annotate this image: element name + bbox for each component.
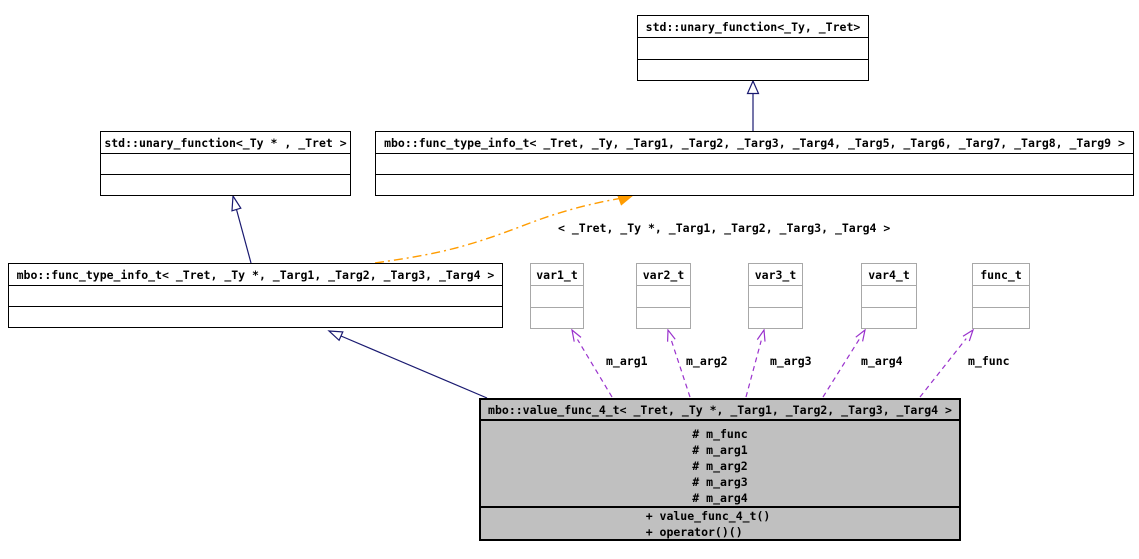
inheritance-arrow-full-to-unary <box>746 79 760 131</box>
attributes-compartment <box>973 285 1029 307</box>
methods-compartment <box>638 58 868 81</box>
attributes-compartment <box>531 285 583 307</box>
methods-compartment <box>749 306 802 329</box>
class-title: mbo::func_type_info_t< _Tret, _Ty, _Targ… <box>384 135 1125 150</box>
class-title: var1_t <box>536 267 578 282</box>
methods-compartment <box>637 306 690 329</box>
class-node-var2-t: var2_t <box>636 263 691 329</box>
attributes-compartment <box>9 285 502 306</box>
attributes-compartment <box>376 153 1133 174</box>
methods-compartment <box>376 174 1133 195</box>
methods-compartment <box>531 306 583 329</box>
class-title: var2_t <box>642 267 685 282</box>
class-title: std::unary_function<_Ty * , _Tret > <box>104 135 347 150</box>
methods-compartment <box>862 306 916 329</box>
methods-compartment <box>101 174 350 195</box>
class-title: mbo::value_func_4_t< _Tret, _Ty *, _Targ… <box>488 402 952 417</box>
methods-compartment <box>9 306 502 327</box>
class-node-var1-t: var1_t <box>530 263 584 329</box>
class-node-func-t: func_t <box>972 263 1030 329</box>
class-title: func_t <box>980 267 1022 282</box>
attributes-compartment <box>637 285 690 307</box>
attributes-compartment <box>862 285 916 307</box>
attribute-m-arg2: # m_arg2 <box>692 459 748 473</box>
method-constructor: + value_func_4_t() <box>645 509 771 523</box>
attributes-compartment <box>749 285 802 307</box>
usage-label-m-func: m_func <box>968 354 1010 368</box>
attribute-m-arg4: # m_arg4 <box>692 491 748 505</box>
class-title: mbo::func_type_info_t< _Tret, _Ty *, _Ta… <box>16 267 495 282</box>
usage-arrow-m-arg3 <box>745 328 766 398</box>
attribute-m-arg1: # m_arg1 <box>692 443 748 457</box>
class-node-value-func-4-t: mbo::value_func_4_t< _Tret, _Ty *, _Targ… <box>479 398 961 541</box>
class-node-func-type-info-full[interactable]: mbo::func_type_info_t< _Tret, _Ty, _Targ… <box>375 131 1134 196</box>
attribute-m-func: # m_func <box>692 427 748 441</box>
class-node-var3-t: var3_t <box>748 263 803 329</box>
template-args-edge-label: < _Tret, _Ty *, _Targ1, _Targ2, _Targ3, … <box>558 221 891 235</box>
attributes-compartment: # m_func # m_arg1 # m_arg2 # m_arg3 # m_… <box>481 419 959 506</box>
inheritance-arrow-value-to-ptr <box>327 330 488 399</box>
attributes-compartment <box>101 153 350 174</box>
method-operator-call: + operator()() <box>645 525 743 539</box>
class-node-std-unary-function-ptr[interactable]: std::unary_function<_Ty * , _Tret > <box>100 131 351 196</box>
class-title: std::unary_function<_Ty, _Tret> <box>645 19 861 34</box>
attribute-m-arg3: # m_arg3 <box>692 475 748 489</box>
class-node-func-type-info-ptr[interactable]: mbo::func_type_info_t< _Tret, _Ty *, _Ta… <box>8 263 503 328</box>
usage-arrow-m-arg4 <box>822 328 866 398</box>
class-title: var4_t <box>868 267 910 282</box>
methods-compartment: + value_func_4_t() + operator()() <box>481 506 959 540</box>
inheritance-arrow-ptr-to-unary-ptr <box>231 194 252 264</box>
usage-label-m-arg3: m_arg3 <box>770 354 812 368</box>
class-title: var3_t <box>754 267 797 282</box>
methods-compartment <box>973 306 1029 329</box>
usage-label-m-arg1: m_arg1 <box>606 354 648 368</box>
usage-arrow-m-func <box>919 328 975 398</box>
class-node-std-unary-function[interactable]: std::unary_function<_Ty, _Tret> <box>637 15 869 81</box>
usage-label-m-arg2: m_arg2 <box>686 354 728 368</box>
attributes-compartment <box>638 37 868 59</box>
usage-label-m-arg4: m_arg4 <box>861 354 903 368</box>
class-node-var4-t: var4_t <box>861 263 917 329</box>
